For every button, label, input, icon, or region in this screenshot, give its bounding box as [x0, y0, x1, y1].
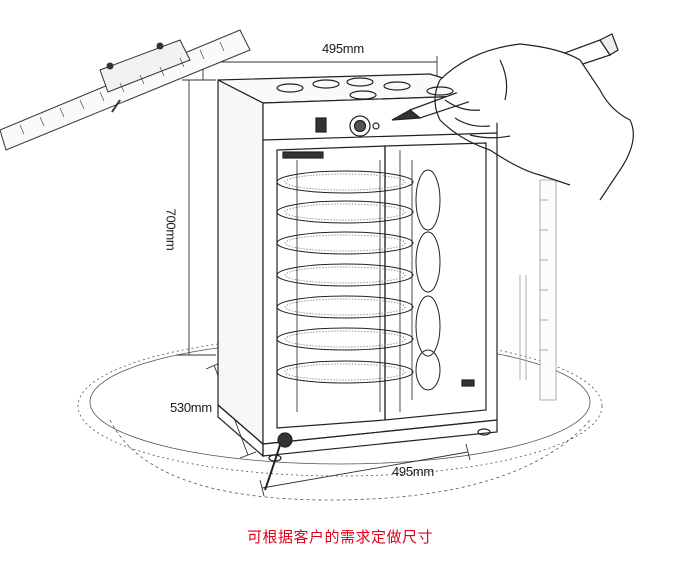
dimension-width-top: 495mm — [322, 41, 364, 56]
dimension-lines — [176, 56, 471, 497]
hand-with-pencil — [391, 33, 634, 201]
ruler-right — [519, 179, 557, 401]
dimension-depth: 530mm — [170, 400, 212, 415]
caption: 可根据客户的需求定做尺寸 — [246, 528, 433, 546]
dimension-width-bottom: 495mm — [392, 464, 434, 479]
dimension-height: 700mm — [163, 208, 179, 251]
rotating-shelves — [276, 160, 441, 400]
ruler-top-left — [0, 29, 251, 151]
cabinet-body — [217, 73, 498, 491]
